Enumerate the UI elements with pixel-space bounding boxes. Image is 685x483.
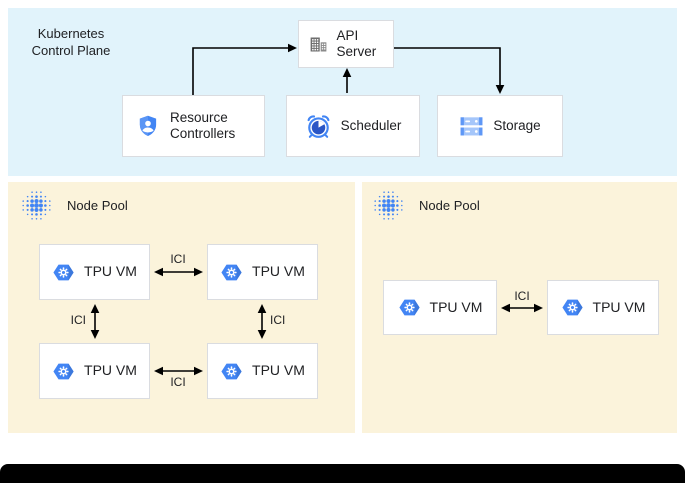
tpu-vm-label: TPU VM bbox=[84, 362, 137, 379]
tpu-vm-label: TPU VM bbox=[252, 263, 305, 280]
tpu-vm-box: TPU VM bbox=[547, 280, 659, 335]
resource-controllers-box: Resource Controllers bbox=[122, 95, 265, 157]
ici-label: ICI bbox=[170, 375, 186, 389]
tpu-vm-label: TPU VM bbox=[84, 263, 137, 280]
ici-label: ICI bbox=[514, 289, 530, 303]
tpu-vm-box: TPU VM bbox=[383, 280, 497, 335]
scheduler-label: Scheduler bbox=[340, 117, 402, 133]
storage-disks-icon bbox=[460, 116, 483, 135]
tpu-vm-box: TPU VM bbox=[39, 244, 150, 300]
node-pool-dots-icon bbox=[22, 191, 51, 220]
node-pool-right-header: Node Pool bbox=[372, 189, 480, 222]
shield-person-icon bbox=[139, 115, 157, 136]
tpu-vm-box: TPU VM bbox=[207, 244, 318, 300]
tpu-hexagon-icon bbox=[220, 360, 243, 383]
tpu-hexagon-icon bbox=[52, 261, 75, 284]
ici-label: ICI bbox=[170, 252, 186, 266]
tpu-hexagon-icon bbox=[398, 296, 421, 319]
tpu-vm-label: TPU VM bbox=[592, 298, 646, 315]
tpu-hexagon-icon bbox=[561, 296, 584, 319]
scheduler-box: Scheduler bbox=[286, 95, 420, 157]
api-server-box: API Server bbox=[298, 20, 394, 68]
tpu-vm-box: TPU VM bbox=[39, 343, 150, 399]
tpu-hexagon-icon bbox=[220, 261, 243, 284]
resource-controllers-label: Resource Controllers bbox=[170, 109, 236, 141]
node-pool-left-header: Node Pool bbox=[20, 189, 128, 222]
storage-label: Storage bbox=[493, 117, 541, 133]
node-pool-left-title: Node Pool bbox=[67, 198, 128, 213]
tpu-vm-box: TPU VM bbox=[207, 343, 318, 399]
api-server-label: API Server bbox=[336, 27, 377, 59]
control-plane-title: Kubernetes Control Plane bbox=[31, 26, 111, 58]
bottom-window-bar bbox=[0, 464, 685, 483]
node-pool-right-title: Node Pool bbox=[419, 198, 480, 213]
node-pool-dots-icon bbox=[374, 191, 403, 220]
alarm-clock-icon bbox=[307, 114, 330, 138]
api-server-building-icon bbox=[310, 37, 326, 51]
ici-label: ICI bbox=[70, 313, 86, 327]
tpu-hexagon-icon bbox=[52, 360, 75, 383]
ici-label: ICI bbox=[270, 313, 286, 327]
tpu-vm-label: TPU VM bbox=[252, 362, 305, 379]
tpu-vm-label: TPU VM bbox=[429, 298, 483, 315]
storage-box: Storage bbox=[437, 95, 563, 157]
